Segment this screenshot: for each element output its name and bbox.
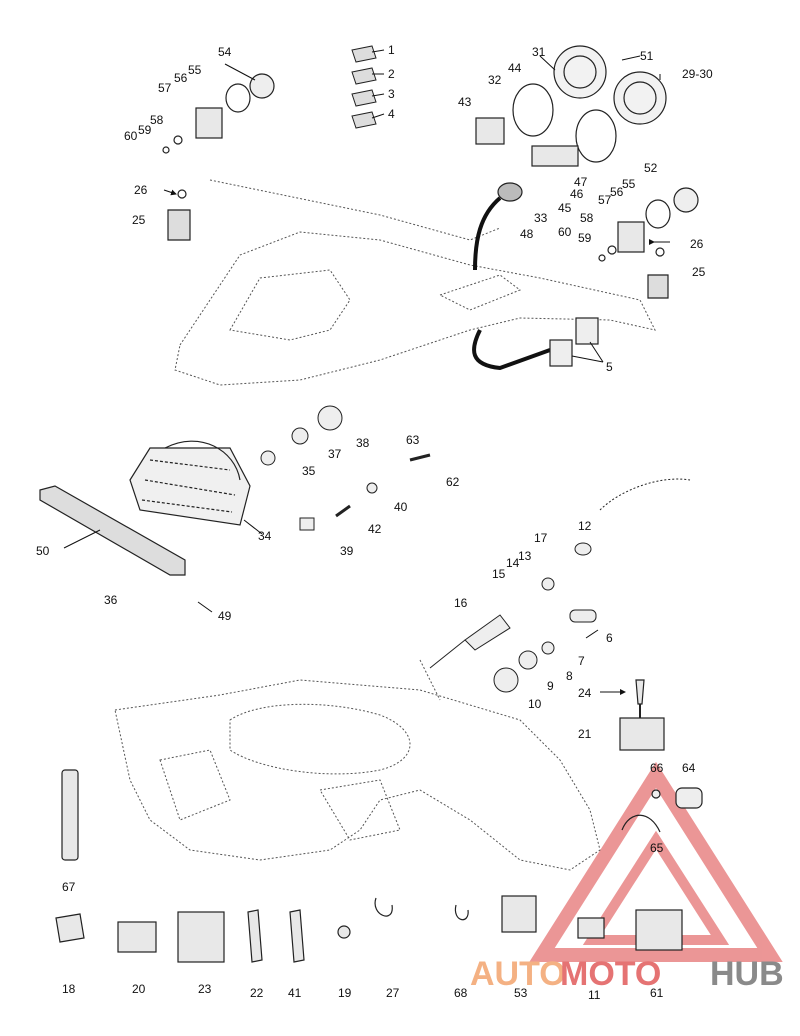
callout-46: 46 bbox=[570, 187, 584, 201]
callout-12: 12 bbox=[578, 519, 592, 533]
callout-3: 3 bbox=[388, 87, 395, 101]
callout-21: 21 bbox=[578, 727, 592, 741]
callout-65: 65 bbox=[650, 841, 664, 855]
callout-60-right: 60 bbox=[558, 225, 572, 239]
headlight-bracket bbox=[39, 485, 186, 576]
callout-61: 61 bbox=[650, 986, 664, 1000]
callout-2: 2 bbox=[388, 67, 395, 81]
callout-9: 9 bbox=[547, 679, 554, 693]
hood-outline bbox=[174, 179, 656, 386]
pilot-light-right bbox=[598, 187, 699, 299]
callout-64: 64 bbox=[682, 761, 696, 775]
callout-11: 11 bbox=[588, 988, 601, 1002]
callout-68: 68 bbox=[454, 986, 468, 1000]
callout-18: 18 bbox=[62, 982, 76, 996]
callout-15: 15 bbox=[492, 567, 506, 581]
callout-59-left: 59 bbox=[138, 123, 152, 137]
gauge-assembly bbox=[473, 45, 667, 271]
callout-19: 19 bbox=[338, 986, 352, 1000]
watermark-part-moto: MOTO bbox=[560, 955, 661, 993]
callout-26-left: 26 bbox=[134, 183, 148, 197]
callout-7: 7 bbox=[578, 654, 585, 668]
callout-66: 66 bbox=[650, 761, 664, 775]
headlight bbox=[129, 440, 251, 526]
callout-57-left: 57 bbox=[158, 81, 172, 95]
callout-51: 51 bbox=[640, 49, 654, 63]
callout-38: 38 bbox=[356, 436, 370, 450]
switch-stack bbox=[351, 45, 377, 129]
callout-29-30: 29-30 bbox=[682, 67, 713, 81]
callout-67: 67 bbox=[62, 880, 76, 894]
callout-10: 10 bbox=[528, 697, 542, 711]
callout-40: 40 bbox=[394, 500, 408, 514]
callout-13: 13 bbox=[518, 549, 532, 563]
callout-labels: 1 2 3 4 5 6 7 8 9 10 11 12 13 14 15 16 1… bbox=[36, 43, 713, 1002]
callout-43: 43 bbox=[458, 95, 472, 109]
callout-39: 39 bbox=[340, 544, 354, 558]
callout-53: 53 bbox=[514, 986, 528, 1000]
callout-63: 63 bbox=[406, 433, 420, 447]
callout-56-left: 56 bbox=[174, 71, 188, 85]
callout-26-right: 26 bbox=[690, 237, 704, 251]
callout-17: 17 bbox=[534, 531, 548, 545]
callout-22: 22 bbox=[250, 986, 264, 1000]
callout-41: 41 bbox=[288, 986, 302, 1000]
callout-48: 48 bbox=[520, 227, 534, 241]
callout-62: 62 bbox=[446, 475, 460, 489]
watermark-text: AUTO MOTO HUB bbox=[470, 955, 784, 993]
watermark-part-hub: HUB bbox=[710, 955, 784, 993]
callout-16: 16 bbox=[454, 596, 468, 610]
callout-31: 31 bbox=[532, 45, 546, 59]
callout-1: 1 bbox=[388, 43, 395, 57]
callout-59-right: 59 bbox=[578, 231, 592, 245]
callout-6: 6 bbox=[606, 631, 613, 645]
callout-8: 8 bbox=[566, 669, 573, 683]
callout-45: 45 bbox=[558, 201, 572, 215]
callout-50: 50 bbox=[36, 544, 50, 558]
callout-35: 35 bbox=[302, 464, 316, 478]
callout-14: 14 bbox=[506, 556, 520, 570]
watermark-part-auto: AUTO bbox=[470, 955, 566, 993]
callout-25-right: 25 bbox=[692, 265, 706, 279]
leader-lines bbox=[63, 49, 670, 695]
relay bbox=[619, 679, 665, 751]
callout-27: 27 bbox=[386, 986, 400, 1000]
pilot-light-left bbox=[162, 73, 275, 241]
callout-55-right: 55 bbox=[622, 177, 636, 191]
callout-5: 5 bbox=[606, 360, 613, 374]
callout-32: 32 bbox=[488, 73, 502, 87]
callout-24: 24 bbox=[578, 686, 592, 700]
callout-60-left: 60 bbox=[124, 129, 138, 143]
callout-49: 49 bbox=[218, 609, 232, 623]
callout-54: 54 bbox=[218, 45, 232, 59]
callout-36: 36 bbox=[104, 593, 118, 607]
connector-row bbox=[55, 769, 683, 963]
callout-33: 33 bbox=[534, 211, 548, 225]
callout-52: 52 bbox=[644, 161, 658, 175]
callout-4: 4 bbox=[388, 107, 395, 121]
callout-44: 44 bbox=[508, 61, 522, 75]
grip-connector bbox=[472, 317, 599, 371]
callout-37: 37 bbox=[328, 447, 342, 461]
callout-55-left: 55 bbox=[188, 63, 202, 77]
callout-20: 20 bbox=[132, 982, 146, 996]
ignition-parts bbox=[429, 478, 691, 693]
callout-56-right: 56 bbox=[610, 185, 624, 199]
callout-25-left: 25 bbox=[132, 213, 146, 227]
callout-42: 42 bbox=[368, 522, 382, 536]
callout-57-right: 57 bbox=[598, 193, 612, 207]
callout-58-right: 58 bbox=[580, 211, 594, 225]
chassis-outline bbox=[114, 659, 601, 871]
callout-34: 34 bbox=[258, 529, 272, 543]
callout-23: 23 bbox=[198, 982, 212, 996]
callout-47: 47 bbox=[574, 175, 588, 189]
callout-58-left: 58 bbox=[150, 113, 164, 127]
clips bbox=[621, 787, 703, 833]
bulb-parts bbox=[260, 405, 431, 531]
